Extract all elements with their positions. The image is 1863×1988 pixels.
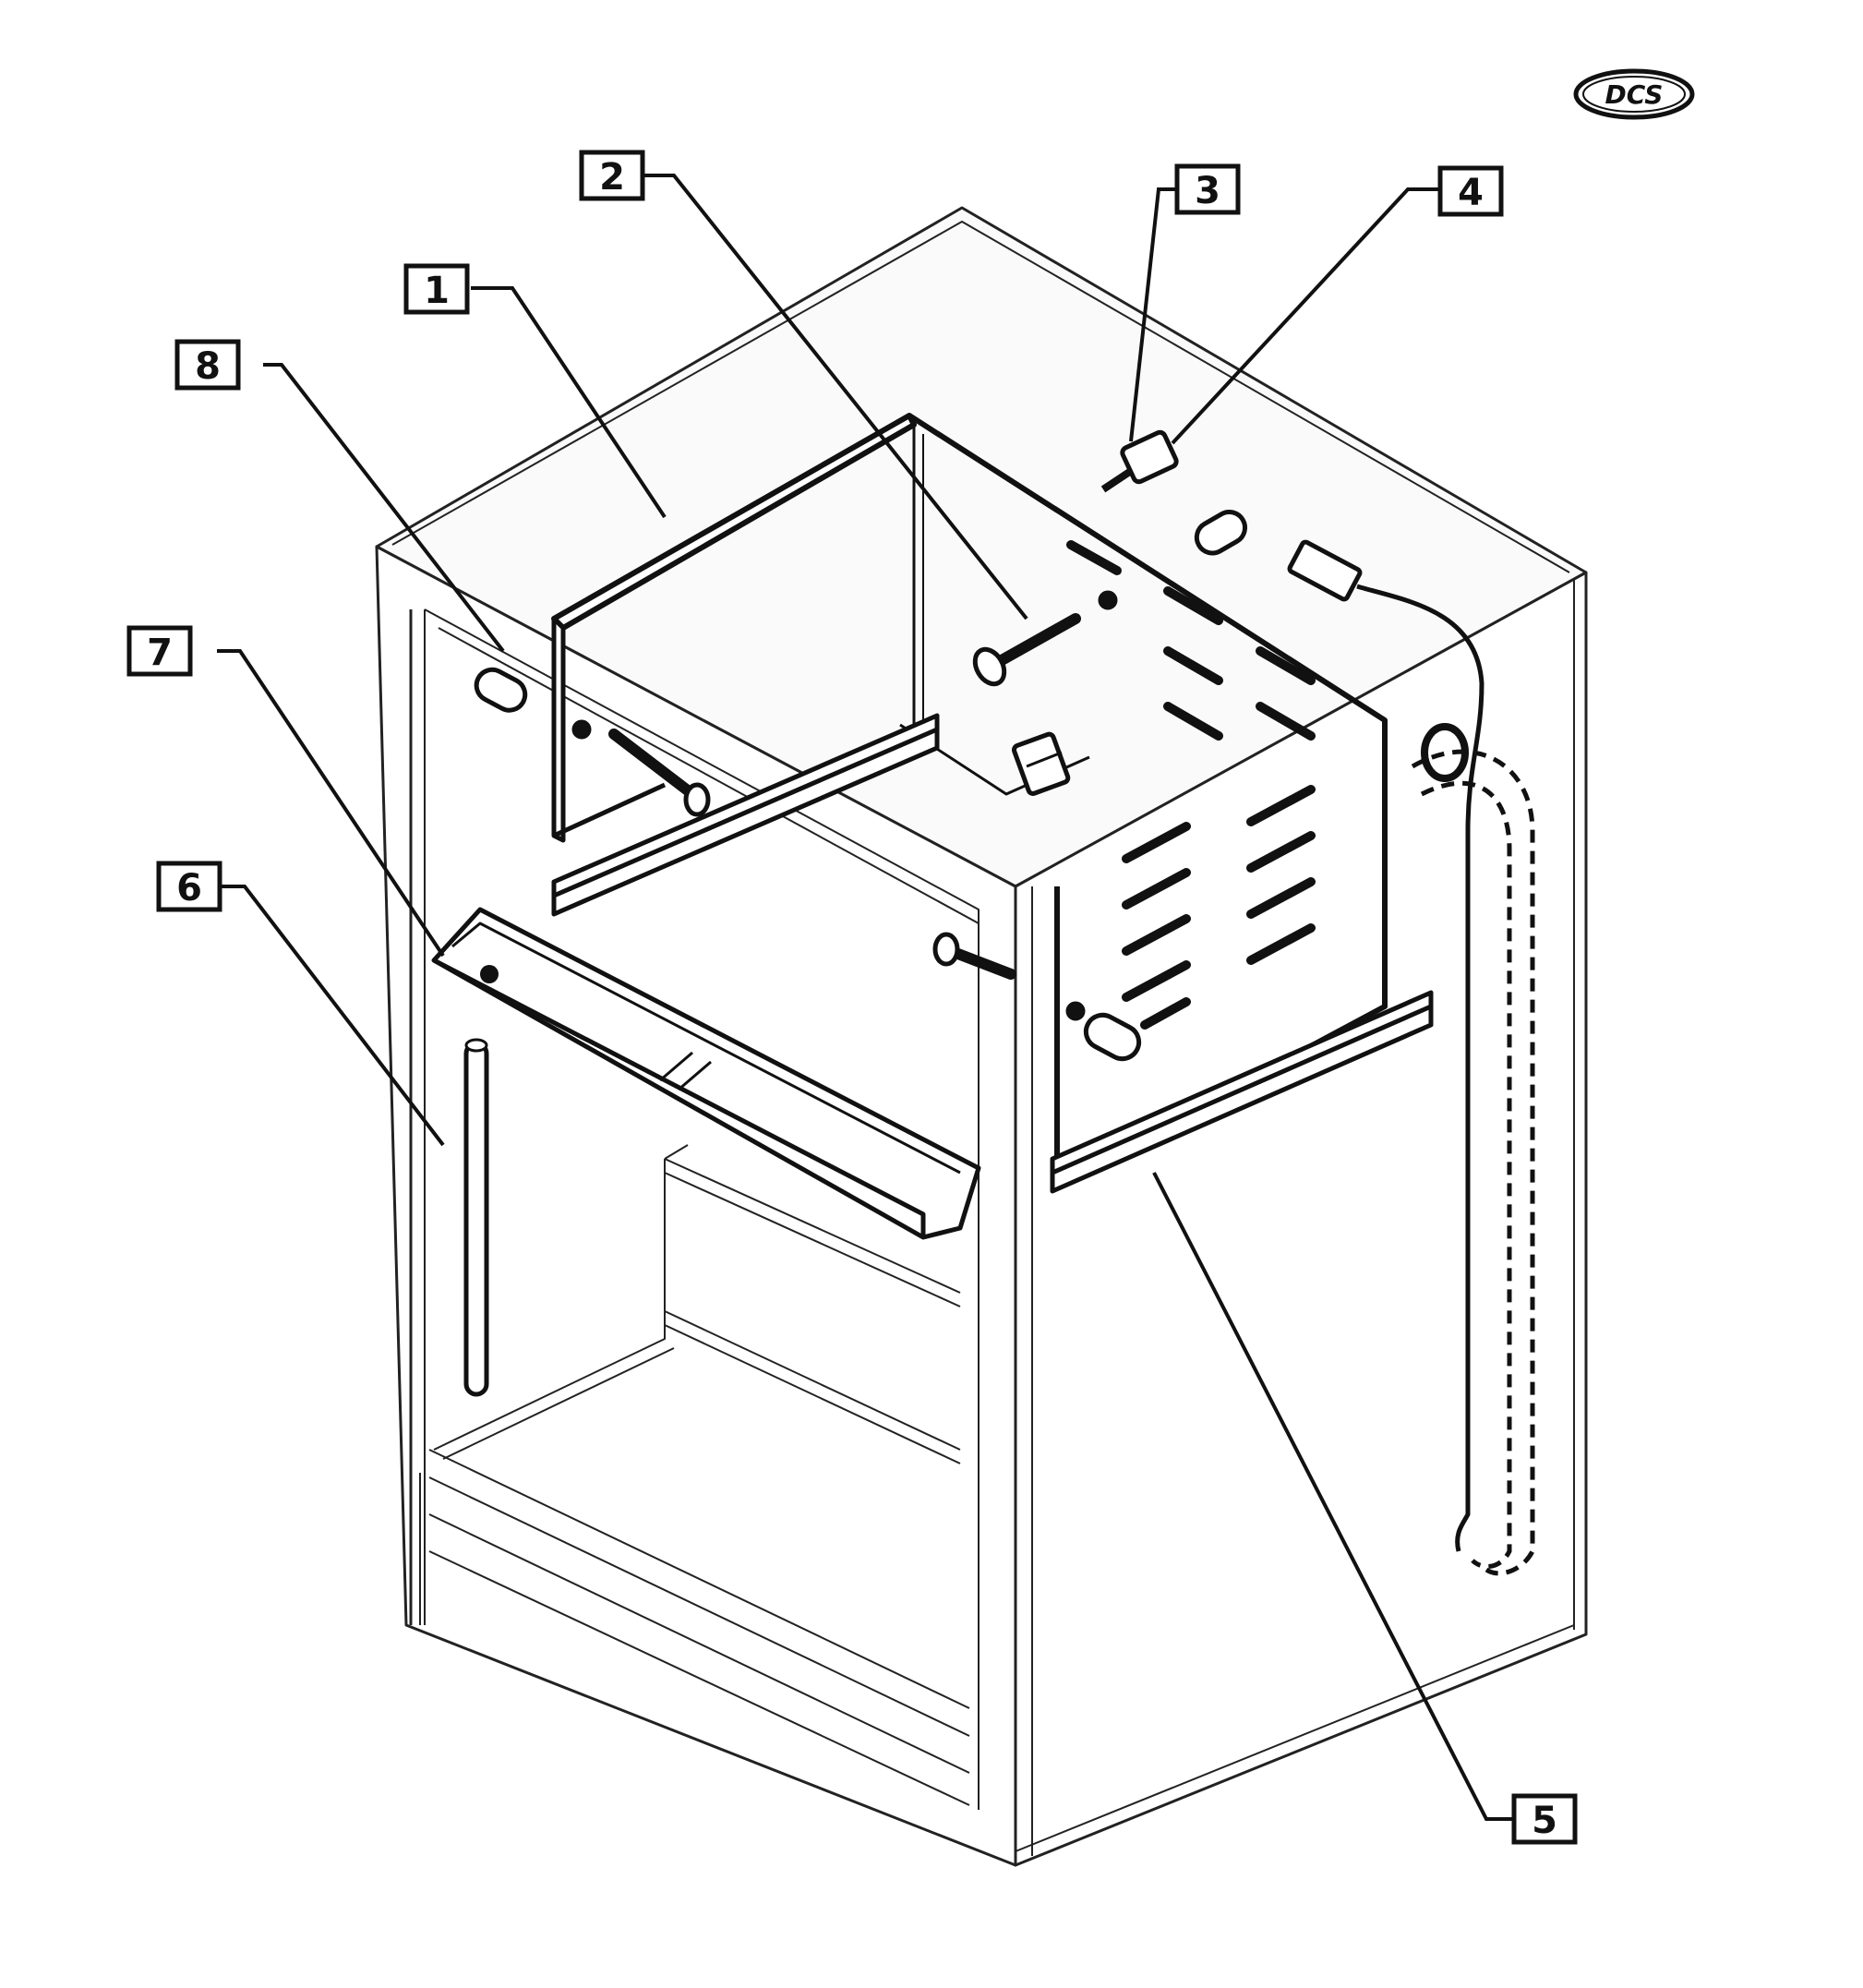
callout-8-label: 8	[195, 345, 221, 388]
part-5-rails	[551, 713, 1434, 1194]
callout-2: 2	[579, 150, 645, 201]
callout-2-label: 2	[599, 156, 625, 199]
callout-5: 5	[1511, 1793, 1578, 1845]
part-6-rod	[463, 1038, 489, 1397]
callout-1: 1	[403, 263, 470, 315]
logo-text: DCS	[1605, 79, 1664, 110]
callout-6-label: 6	[176, 867, 202, 910]
callout-6: 6	[156, 861, 222, 912]
part-2-bolts	[608, 613, 1081, 980]
part-7-channel	[431, 907, 981, 1240]
center-clip	[1012, 731, 1071, 796]
callout-5-label: 5	[1532, 1800, 1557, 1842]
part-8-spacers	[474, 510, 1248, 1062]
callout-3: 3	[1174, 163, 1241, 215]
callout-7-label: 7	[147, 632, 173, 674]
callout-4: 4	[1437, 165, 1504, 217]
callout-8: 8	[174, 339, 241, 391]
callout-3-label: 3	[1195, 170, 1220, 212]
callout-1-label: 1	[424, 270, 450, 312]
part-3-clip	[1100, 429, 1179, 493]
callout-7: 7	[126, 625, 193, 677]
part-4-connector-wire	[1287, 539, 1535, 1576]
part-1-shield-box	[551, 413, 1388, 1185]
leader-lines	[217, 174, 1514, 1821]
dcs-logo: DCS	[1573, 68, 1695, 120]
callout-4-label: 4	[1458, 172, 1484, 214]
